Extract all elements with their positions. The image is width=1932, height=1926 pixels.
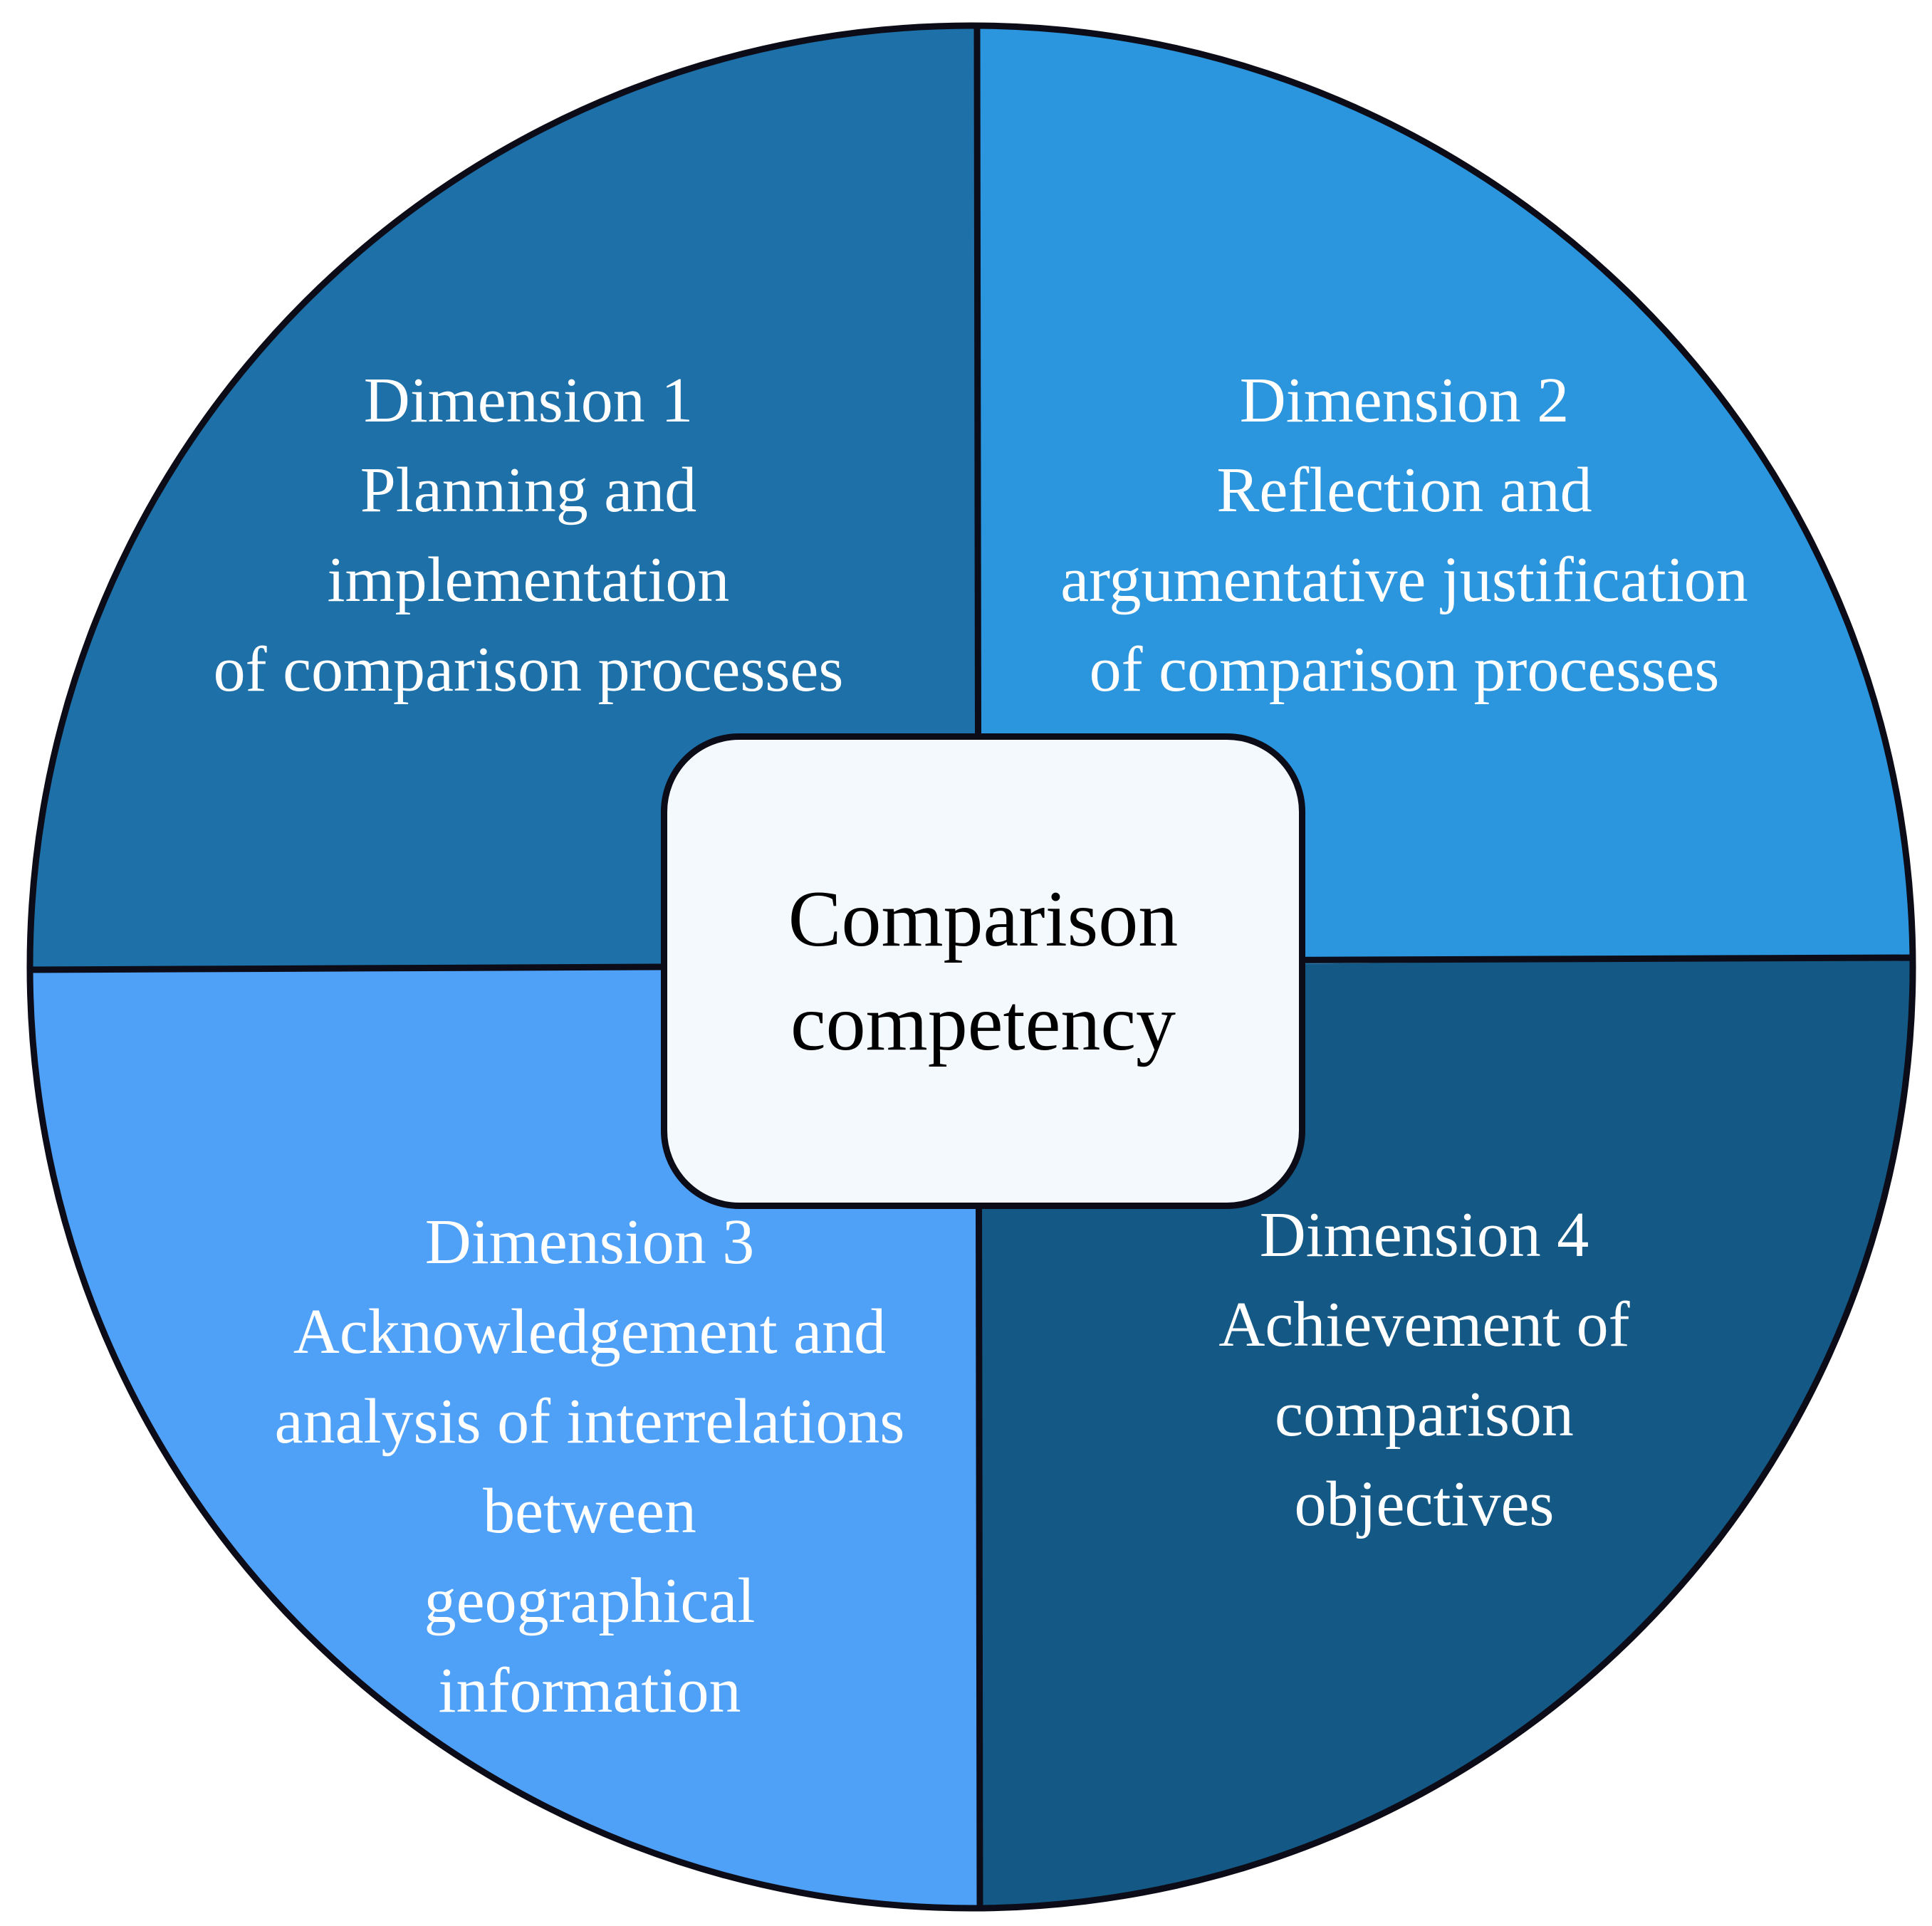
dimension-1-label: Dimension 1 Planning and implementation … bbox=[214, 356, 844, 715]
dimension-2-line-3: of comparison processes bbox=[1089, 634, 1720, 705]
dimension-2-line-2: argumentative justification bbox=[1060, 545, 1748, 615]
dimension-3-line-3: between bbox=[483, 1476, 696, 1546]
dimension-2-label: Dimension 2 Reflection and argumentative… bbox=[1060, 356, 1748, 715]
dimension-1-line-2: implementation bbox=[327, 545, 730, 615]
dimension-2-line-1: Reflection and bbox=[1216, 455, 1592, 525]
dimension-1-heading: Dimension 1 bbox=[363, 365, 694, 436]
dimension-3-heading: Dimension 3 bbox=[424, 1207, 755, 1277]
dimension-2-quadrant bbox=[977, 27, 1911, 967]
dimension-3-line-2: analysis of interrelations bbox=[274, 1386, 905, 1457]
dimension-4-label: Dimension 4 Achievement of comparison ob… bbox=[1218, 1190, 1629, 1549]
dimension-1-line-3: of comparison processes bbox=[213, 634, 844, 705]
center-box: Comparison competency bbox=[661, 733, 1305, 1209]
outer-circle bbox=[26, 22, 1916, 1912]
dimension-1-line-1: Planning and bbox=[360, 455, 697, 525]
dimension-2-heading: Dimension 2 bbox=[1239, 365, 1570, 436]
dimension-3-line-4: geographical bbox=[424, 1566, 756, 1636]
dimension-3-line-5: information bbox=[438, 1655, 741, 1726]
dimension-4-line-1: Achievement of bbox=[1218, 1289, 1630, 1360]
center-title-line-1: Comparison bbox=[788, 875, 1179, 963]
dimension-4-heading: Dimension 4 bbox=[1259, 1200, 1589, 1270]
dimension-3-label: Dimension 3 Acknowledgement and analysis… bbox=[275, 1198, 905, 1736]
dimension-4-line-2: comparison bbox=[1275, 1379, 1574, 1450]
dimension-3-line-1: Acknowledgement and bbox=[293, 1297, 887, 1367]
dimension-4-line-3: objectives bbox=[1294, 1469, 1555, 1539]
center-title: Comparison competency bbox=[788, 867, 1179, 1075]
dimension-1-quadrant bbox=[28, 26, 977, 968]
center-title-line-2: competency bbox=[790, 979, 1176, 1067]
